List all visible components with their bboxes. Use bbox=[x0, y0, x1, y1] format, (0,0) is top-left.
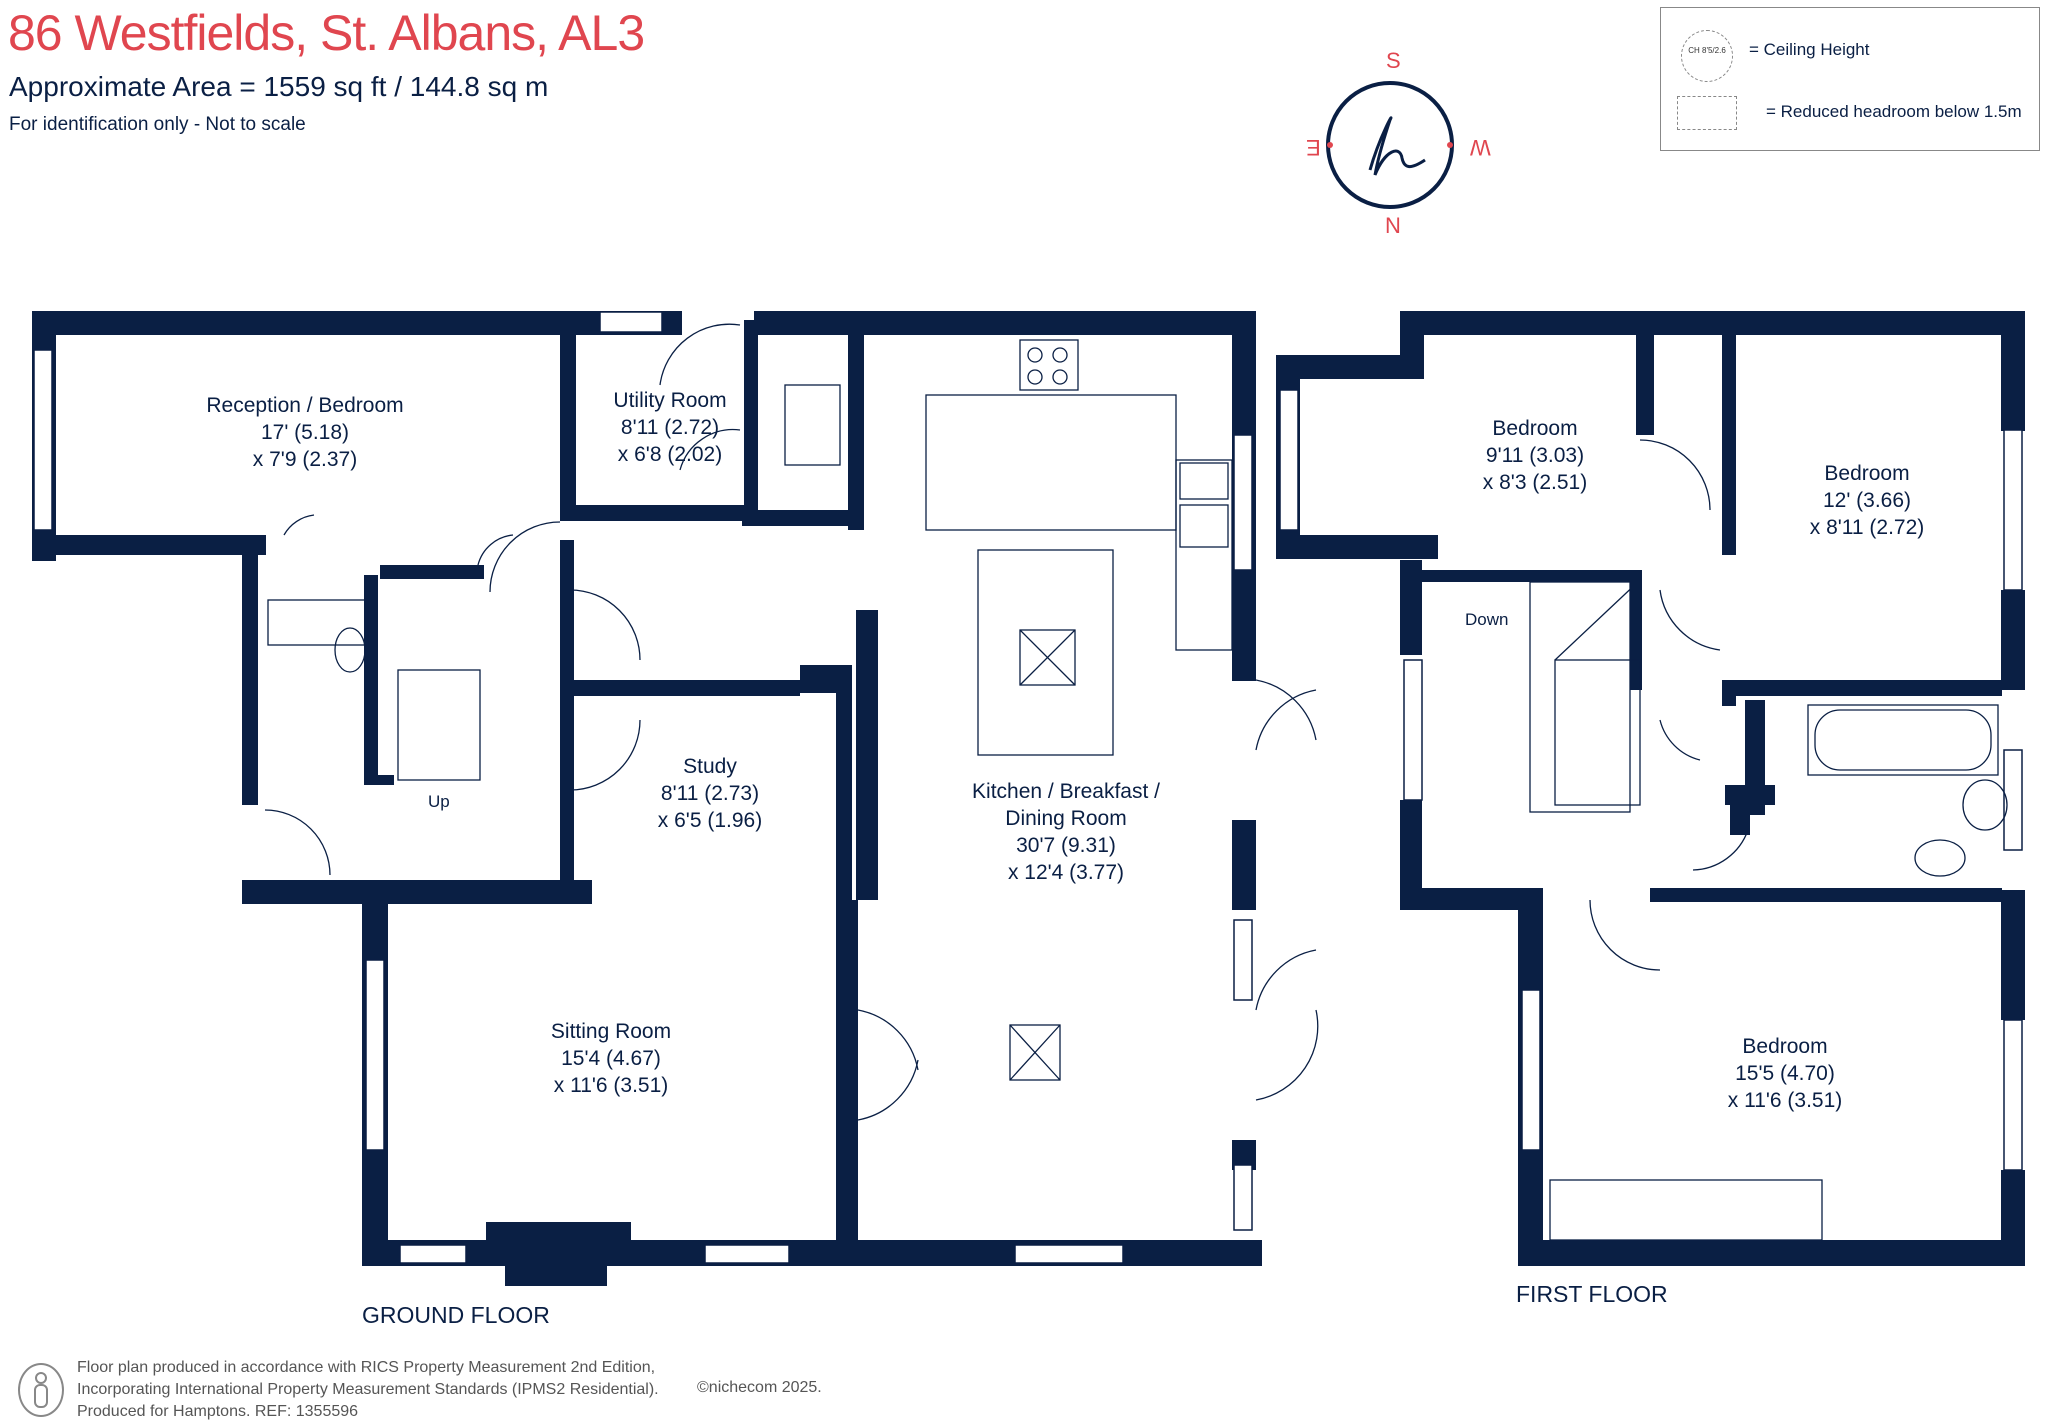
ground-floor-label: GROUND FLOOR bbox=[362, 1302, 550, 1328]
approximate-area: Approximate Area = 1559 sq ft / 144.8 sq… bbox=[9, 71, 549, 102]
footer-disclaimer: Floor plan produced in accordance with R… bbox=[77, 1359, 659, 1420]
first-floor-windows bbox=[1279, 389, 2023, 1171]
identification-note: For identification only - Not to scale bbox=[9, 114, 306, 135]
first-floor-label: FIRST FLOOR bbox=[1516, 1281, 1668, 1307]
ground-floor-fixtures bbox=[264, 323, 1319, 1121]
stairs-down-label: Down bbox=[1465, 610, 1509, 629]
reduced-headroom-label: = Reduced headroom below 1.5m bbox=[1766, 102, 2022, 121]
compass-north: N bbox=[1385, 213, 1401, 238]
stairs-up-label: Up bbox=[428, 792, 450, 811]
person-icon bbox=[18, 1363, 64, 1417]
ground-floor-windows bbox=[33, 311, 1253, 1264]
legend: CH 8'5/2.6 = Ceiling Height = Reduced he… bbox=[1660, 7, 2040, 151]
first-floor-walls bbox=[1276, 311, 2025, 1266]
first-floor-fixtures bbox=[1529, 439, 2008, 1241]
ceiling-height-icon: CH 8'5/2.6 bbox=[1681, 30, 1733, 82]
page-title: 86 Westfields, St. Albans, AL3 bbox=[8, 5, 645, 61]
ceiling-height-label: = Ceiling Height bbox=[1749, 40, 1870, 59]
compass-south: S bbox=[1386, 48, 1401, 73]
ground-floor-walls bbox=[32, 311, 1262, 1286]
compass-logo-icon bbox=[1300, 40, 1480, 240]
reduced-headroom-icon bbox=[1677, 96, 1737, 130]
copyright: ©nichecom 2025. bbox=[697, 1379, 822, 1396]
